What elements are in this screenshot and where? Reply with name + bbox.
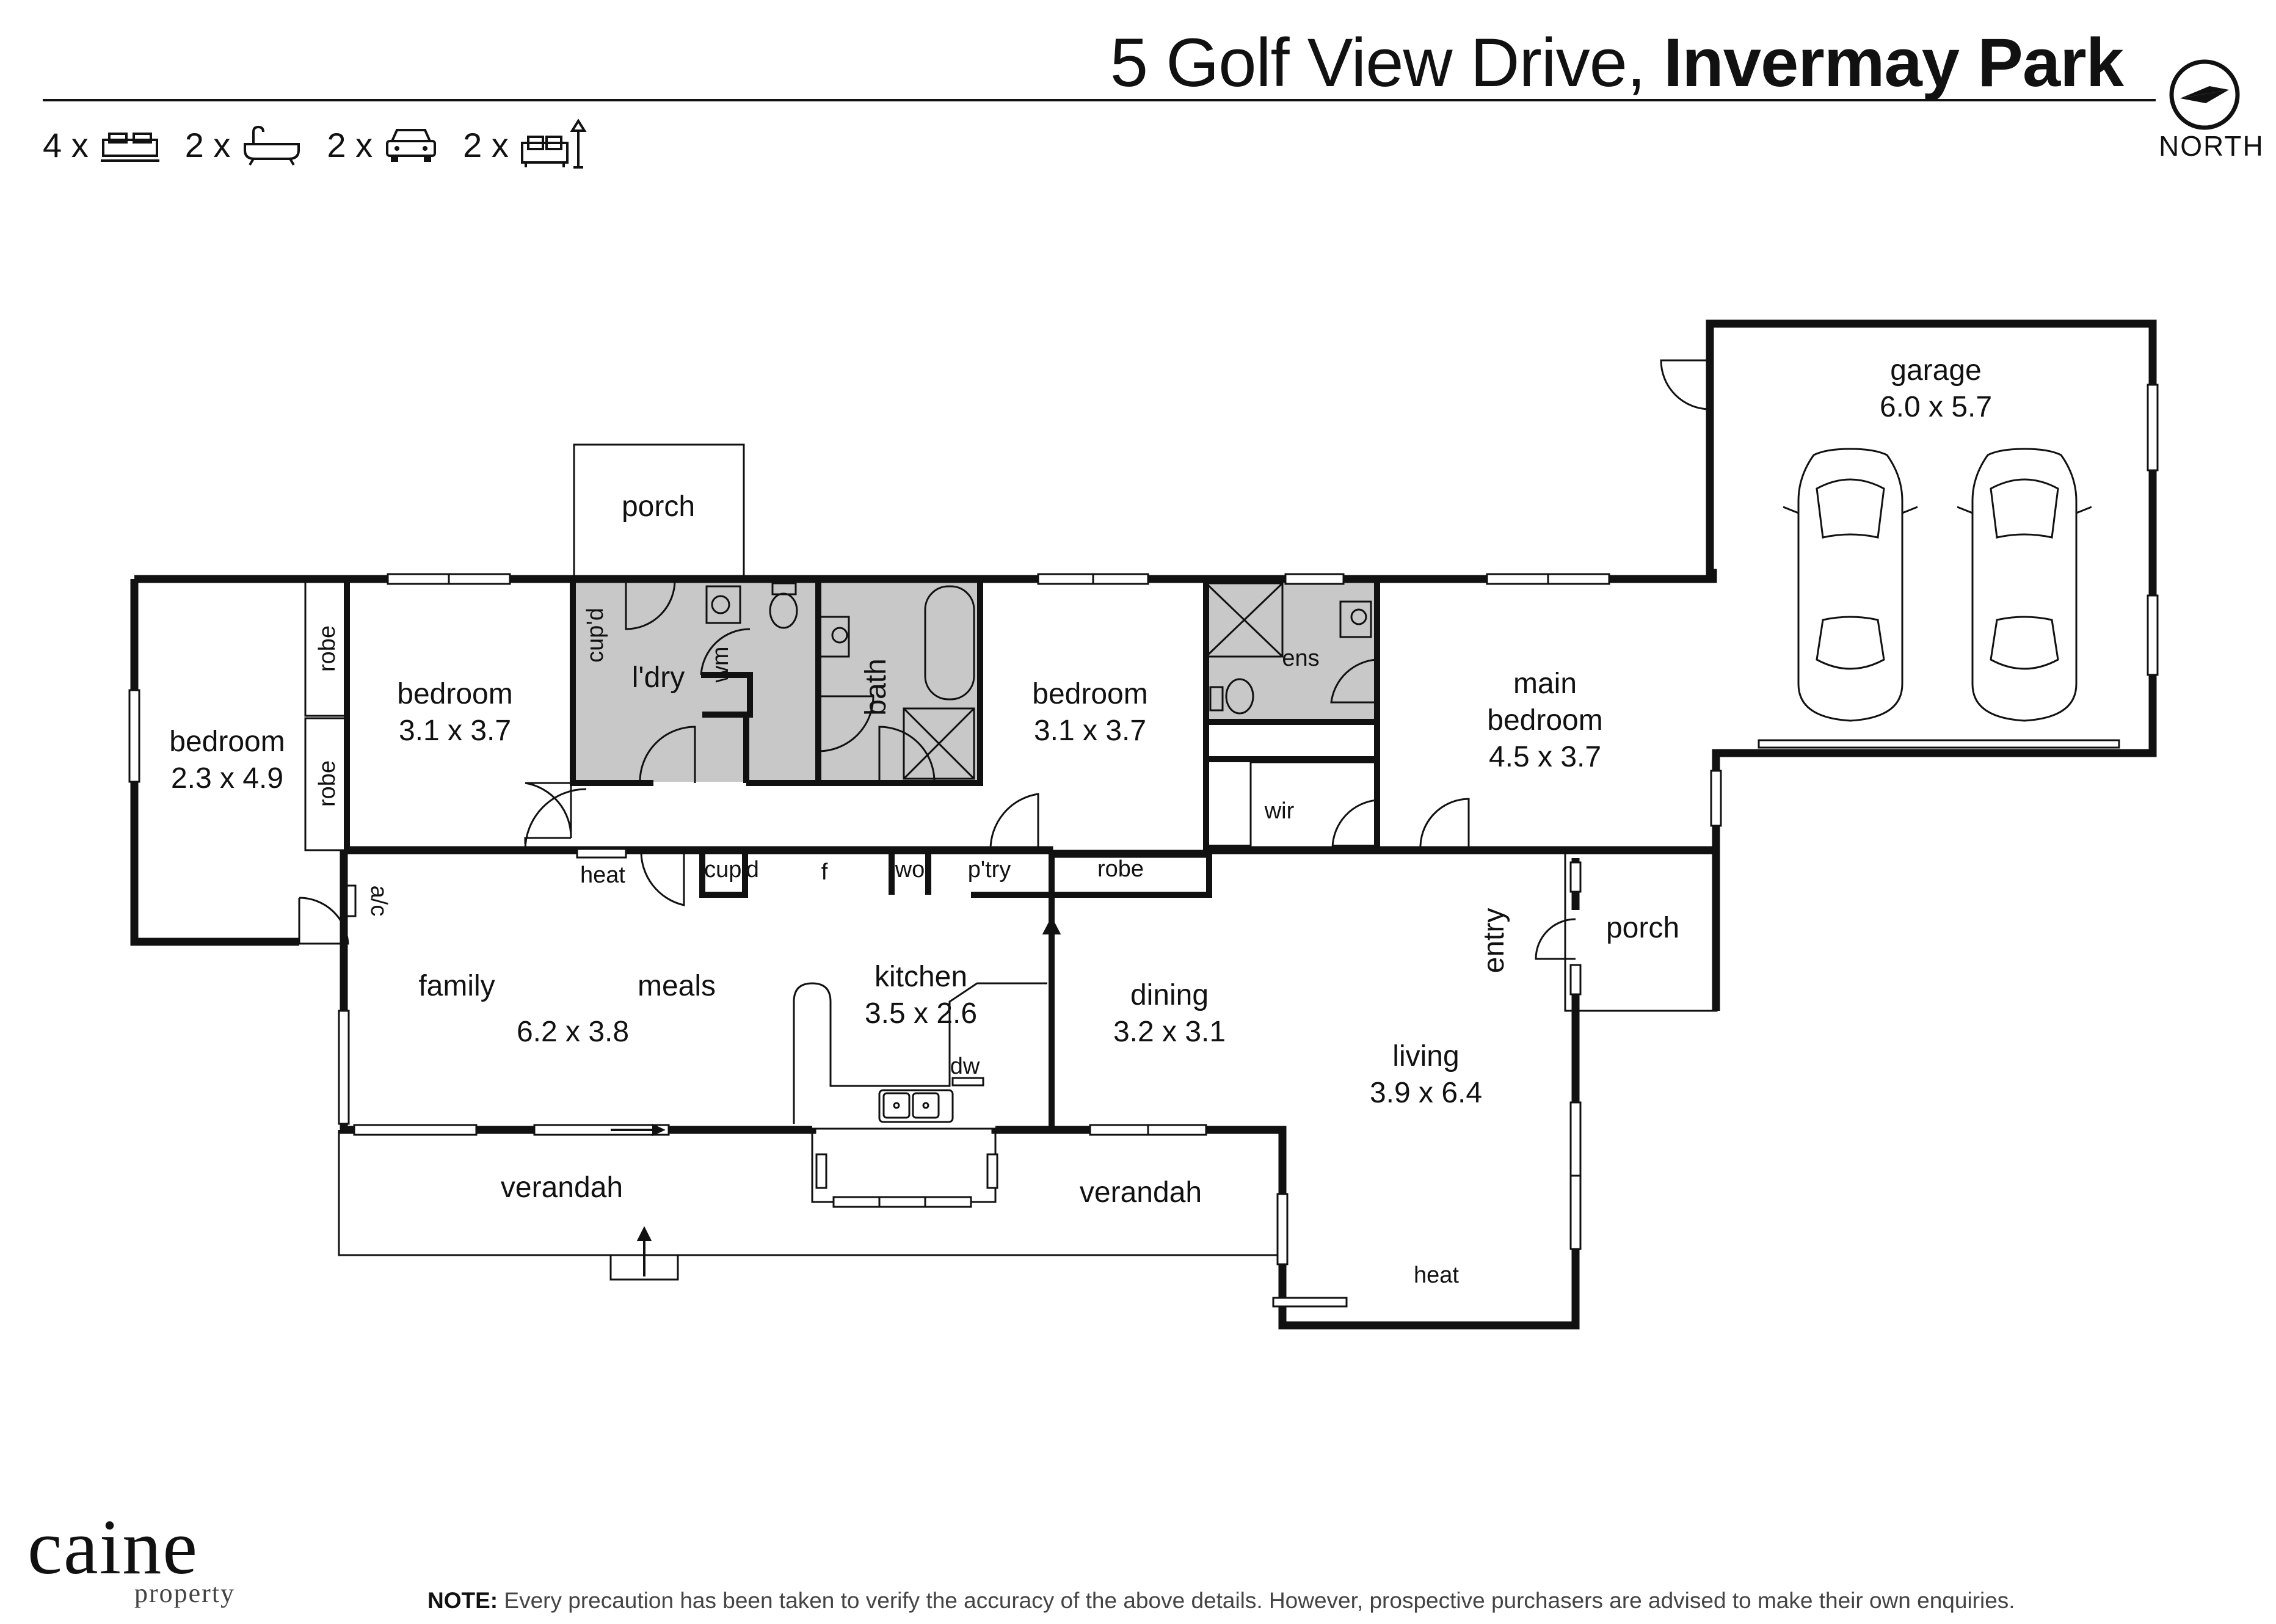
agency-logo[interactable]: caine [27,1504,198,1590]
bedroom-3-dims: 3.1 x 3.7 [1034,715,1146,747]
north-label: NORTH [2159,130,2264,162]
kitchen-label: kitchen [874,961,967,993]
kitchen-dims: 3.5 x 2.6 [865,997,977,1030]
bedroom-2-label: bedroom [397,678,512,710]
bedroom-3-label: bedroom [1032,678,1147,710]
car-icon [386,129,437,162]
fridge-label: f [821,859,828,885]
car-count: 2 x [327,125,373,164]
meals-label: meals [638,970,716,1002]
main-bedroom-label-2: bedroom [1487,704,1602,737]
feature-living: 2 x [463,118,587,171]
family-meals-dims: 6.2 x 3.8 [517,1016,629,1048]
bedroom-west-label: bedroom [169,726,285,758]
wir-label: wir [1264,798,1295,824]
agency-logo-sub: property [134,1578,236,1608]
robe-c-label: robe [1097,856,1144,882]
living-count: 2 x [463,125,509,164]
living-label: living [1392,1040,1459,1072]
laundry-label: l'dry [632,661,685,694]
porch-entry-label: porch [1606,912,1679,944]
disclaimer-text: Every precaution has been taken to verif… [498,1588,2015,1613]
garage-label: garage [1890,354,1981,387]
entry-label: entry [1478,908,1510,974]
windows [128,384,2159,1308]
property-address: 5 Golf View Drive, Invermay Park [1110,23,2124,102]
bedroom-2-dims: 3.1 x 3.7 [399,715,511,747]
cupd-laundry-label: cup'd [583,608,608,663]
living-icon [520,118,587,169]
family-label: family [418,970,495,1002]
bath-icon [244,125,300,166]
pantry-label: p'try [968,857,1011,883]
feature-cars: 2 x [327,125,438,165]
ac-label: a/c [366,886,391,917]
main-bedroom-label-1: main [1513,668,1577,700]
address-street: 5 Golf View Drive, [1110,24,1646,101]
garage-dims: 6.0 x 5.7 [1880,391,1992,423]
disclaimer-label: NOTE: [427,1588,498,1613]
porch-top-label: porch [622,490,695,523]
room-labels: porch garage 6.0 x 5.7 bedroom 2.3 x 4.9… [169,354,1992,1209]
heat-hall-label: heat [580,862,625,888]
heat-living-label: heat [1414,1262,1459,1288]
bedroom-west-dims: 2.3 x 4.9 [171,762,283,795]
arrows [611,916,1061,1276]
header-rule [43,99,2156,101]
verandah-east-label: verandah [1080,1176,1202,1209]
feature-bedrooms: 4 x [43,125,161,165]
fixture-labels: robe robe robe cup'd wm cup'd f wo p'try… [314,608,1510,1288]
feature-bathrooms: 2 x [185,123,303,166]
verandah-west-label: verandah [501,1171,623,1204]
bedroom-count: 4 x [43,125,89,164]
address-suburb: Invermay Park [1663,24,2124,101]
main-bedroom-dims: 4.5 x 3.7 [1489,741,1601,773]
dining-label: dining [1130,979,1209,1011]
dishwasher-label: dw [950,1054,980,1079]
dining-dims: 3.2 x 3.1 [1113,1016,1226,1048]
living-dims: 3.9 x 6.4 [1370,1077,1482,1109]
bathroom-count: 2 x [184,125,231,164]
kitchen-sink [882,1092,940,1119]
wet-areas [571,581,1375,782]
car-left-icon [1783,448,1918,722]
wm-label: wm [708,646,733,683]
robe-a-label: robe [314,625,340,672]
heaters [346,884,984,1087]
bathroom-fixtures [705,582,1372,780]
robe-b-label: robe [314,760,340,807]
ensuite-label: ens [1282,646,1319,671]
bed-icon [100,133,159,162]
feature-summary: 4 x 2 x 2 x 2 x [43,117,611,172]
disclaimer: NOTE: Every precaution has been taken to… [427,1588,2015,1614]
doors [298,359,1711,960]
exterior-walls [130,319,2157,1330]
bath-label: bath [860,658,892,715]
cupd-hall-label: cup'd [704,857,759,883]
wall-oven-label: wo [895,857,925,883]
compass-icon [2169,59,2240,130]
car-right-icon [1957,448,2092,722]
